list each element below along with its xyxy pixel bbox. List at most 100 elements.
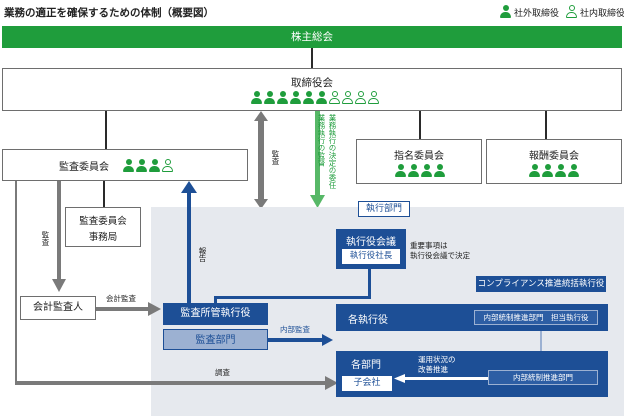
audit-board-label: 監査 (271, 150, 280, 165)
audit-executive-label: 監査所管執行役 (180, 308, 251, 319)
internal-audit-arrow (268, 334, 333, 346)
report-label: 報告 (198, 247, 207, 262)
accounting-audit-arrow (96, 302, 161, 316)
compensation-committee: 報酬委員会 (486, 139, 622, 184)
accounting-audit-label: 会計監査 (106, 294, 136, 303)
nomination-committee-members (395, 164, 455, 178)
compliance-officer-label: コンプライアンス推進統括執行役 (477, 279, 605, 289)
audit-committee-office: 監査委員会 事務局 (65, 207, 141, 247)
outside-director-icon (123, 159, 134, 172)
inside-director-icon (355, 91, 366, 104)
president-label: 執行役社長 (349, 251, 393, 261)
outside-director-icon (136, 159, 147, 172)
audit-left-label: 監査 (41, 231, 50, 246)
shareholders-board-connector (311, 48, 313, 68)
inside-director-icon (566, 5, 577, 18)
board-compensation-connector (545, 111, 547, 139)
improvement-arrow (394, 374, 488, 383)
audit-left-arrow (52, 181, 66, 292)
legend: 社外取締役 社内取締役 (500, 5, 624, 19)
supervision-label-text: 業務執行の監督 (317, 114, 326, 167)
exec-connector-vertical (368, 269, 371, 299)
external-auditor-label: 会計監査人 (33, 302, 83, 313)
internal-audit-label: 内部監査 (280, 325, 310, 334)
audit-department: 監査部門 (163, 329, 268, 350)
outside-director-icon (264, 91, 275, 104)
exec-meeting-note-2: 執行役会議で決定 (410, 251, 470, 260)
board-of-directors: 取締役会 (2, 68, 622, 111)
board-nomination-connector (419, 111, 421, 139)
executive-division-tag: 執行部門 (358, 201, 410, 217)
audit-office-connector (103, 181, 105, 207)
outside-director-icon (542, 164, 553, 177)
delegation-label-text: 業務執行の決定の委任 (328, 114, 337, 189)
internal-control-exec-label: 内部統制推進部門 担当執行役 (483, 313, 589, 322)
legend-inside-label: 社内取締役 (580, 9, 624, 19)
outside-director-icon (277, 91, 288, 104)
departments-label: 各部門 (351, 360, 381, 371)
operations-note-2: 改善推進 (418, 365, 448, 374)
outside-director-icon (500, 5, 511, 18)
exec-connector-left (214, 296, 217, 304)
inside-director-icon (329, 91, 340, 104)
board-members (251, 91, 391, 105)
outside-director-icon (251, 91, 262, 104)
each-executive-bar: 各執行役 内部統制推進部門 担当執行役 (336, 304, 608, 331)
investigation-arrow (15, 376, 338, 390)
investigation-label: 調査 (215, 368, 230, 377)
exec-connector-horizontal (214, 296, 371, 299)
audit-committee-members (123, 159, 193, 173)
exec-meeting-note-1: 重要事項は (410, 241, 448, 250)
compensation-committee-label: 報酬委員会 (529, 151, 579, 162)
delegation-label: 業務執行の決定の委任 (328, 114, 337, 189)
outside-director-icon (555, 164, 566, 177)
audit-committee-label: 監査委員会 (59, 162, 109, 173)
subsidiaries-tag: 子会社 (342, 376, 392, 391)
outside-director-icon (568, 164, 579, 177)
shareholders-meeting: 株主総会 (2, 26, 622, 48)
operations-note-1: 運用状況の (418, 355, 456, 364)
inside-director-icon (368, 91, 379, 104)
subsidiaries-label: 子会社 (353, 378, 381, 388)
executive-meeting-label: 執行役会議 (346, 237, 396, 248)
inside-director-icon (162, 159, 173, 172)
inside-director-icon (342, 91, 353, 104)
report-arrow (181, 181, 197, 303)
executive-meeting: 執行役会議 執行役社長 (336, 229, 406, 269)
internal-control-exec-tag: 内部統制推進部門 担当執行役 (474, 310, 598, 325)
audit-office-line1: 監査委員会 (79, 216, 127, 227)
outside-director-icon (316, 91, 327, 104)
outside-director-icon (434, 164, 445, 177)
legend-outside-label: 社外取締役 (514, 9, 560, 19)
audit-executive: 監査所管執行役 (163, 303, 268, 325)
delegation-arrow (310, 111, 325, 208)
outside-director-icon (149, 159, 160, 172)
external-auditor: 会計監査人 (20, 296, 96, 320)
outside-director-icon (303, 91, 314, 104)
each-executive-label: 各執行役 (348, 315, 388, 326)
outside-director-icon (421, 164, 432, 177)
outside-director-icon (290, 91, 301, 104)
outside-director-icon (529, 164, 540, 177)
compensation-committee-members (529, 164, 589, 178)
investigation-line-vertical (15, 181, 17, 383)
audit-department-label: 監査部門 (195, 335, 236, 346)
departments-block: 各部門 子会社 運用状況の 改善推進 内部統制推進部門 (336, 351, 608, 397)
audit-committee: 監査委員会 (2, 149, 248, 181)
compliance-officer: コンプライアンス推進統括執行役 (476, 276, 606, 292)
outside-director-icon (395, 164, 406, 177)
board-audit-connector (105, 111, 107, 149)
shareholders-meeting-label: 株主総会 (291, 31, 333, 43)
audit-office-line2: 事務局 (88, 232, 118, 243)
internal-control-dept-tag: 内部統制推進部門 (488, 370, 598, 385)
internal-control-dept-label: 内部統制推進部門 (513, 373, 573, 382)
supervision-label: 業務執行の監督 (317, 114, 326, 167)
nomination-committee-label: 指名委員会 (394, 151, 444, 162)
president-tag: 執行役社長 (342, 249, 400, 264)
board-label: 取締役会 (291, 77, 333, 89)
board-audit-double-arrow (254, 111, 268, 209)
nomination-committee: 指名委員会 (356, 139, 482, 184)
page-title: 業務の適正を確保するための体制（概要図） (4, 7, 214, 19)
outside-director-icon (408, 164, 419, 177)
executive-division-label: 執行部門 (365, 204, 402, 214)
